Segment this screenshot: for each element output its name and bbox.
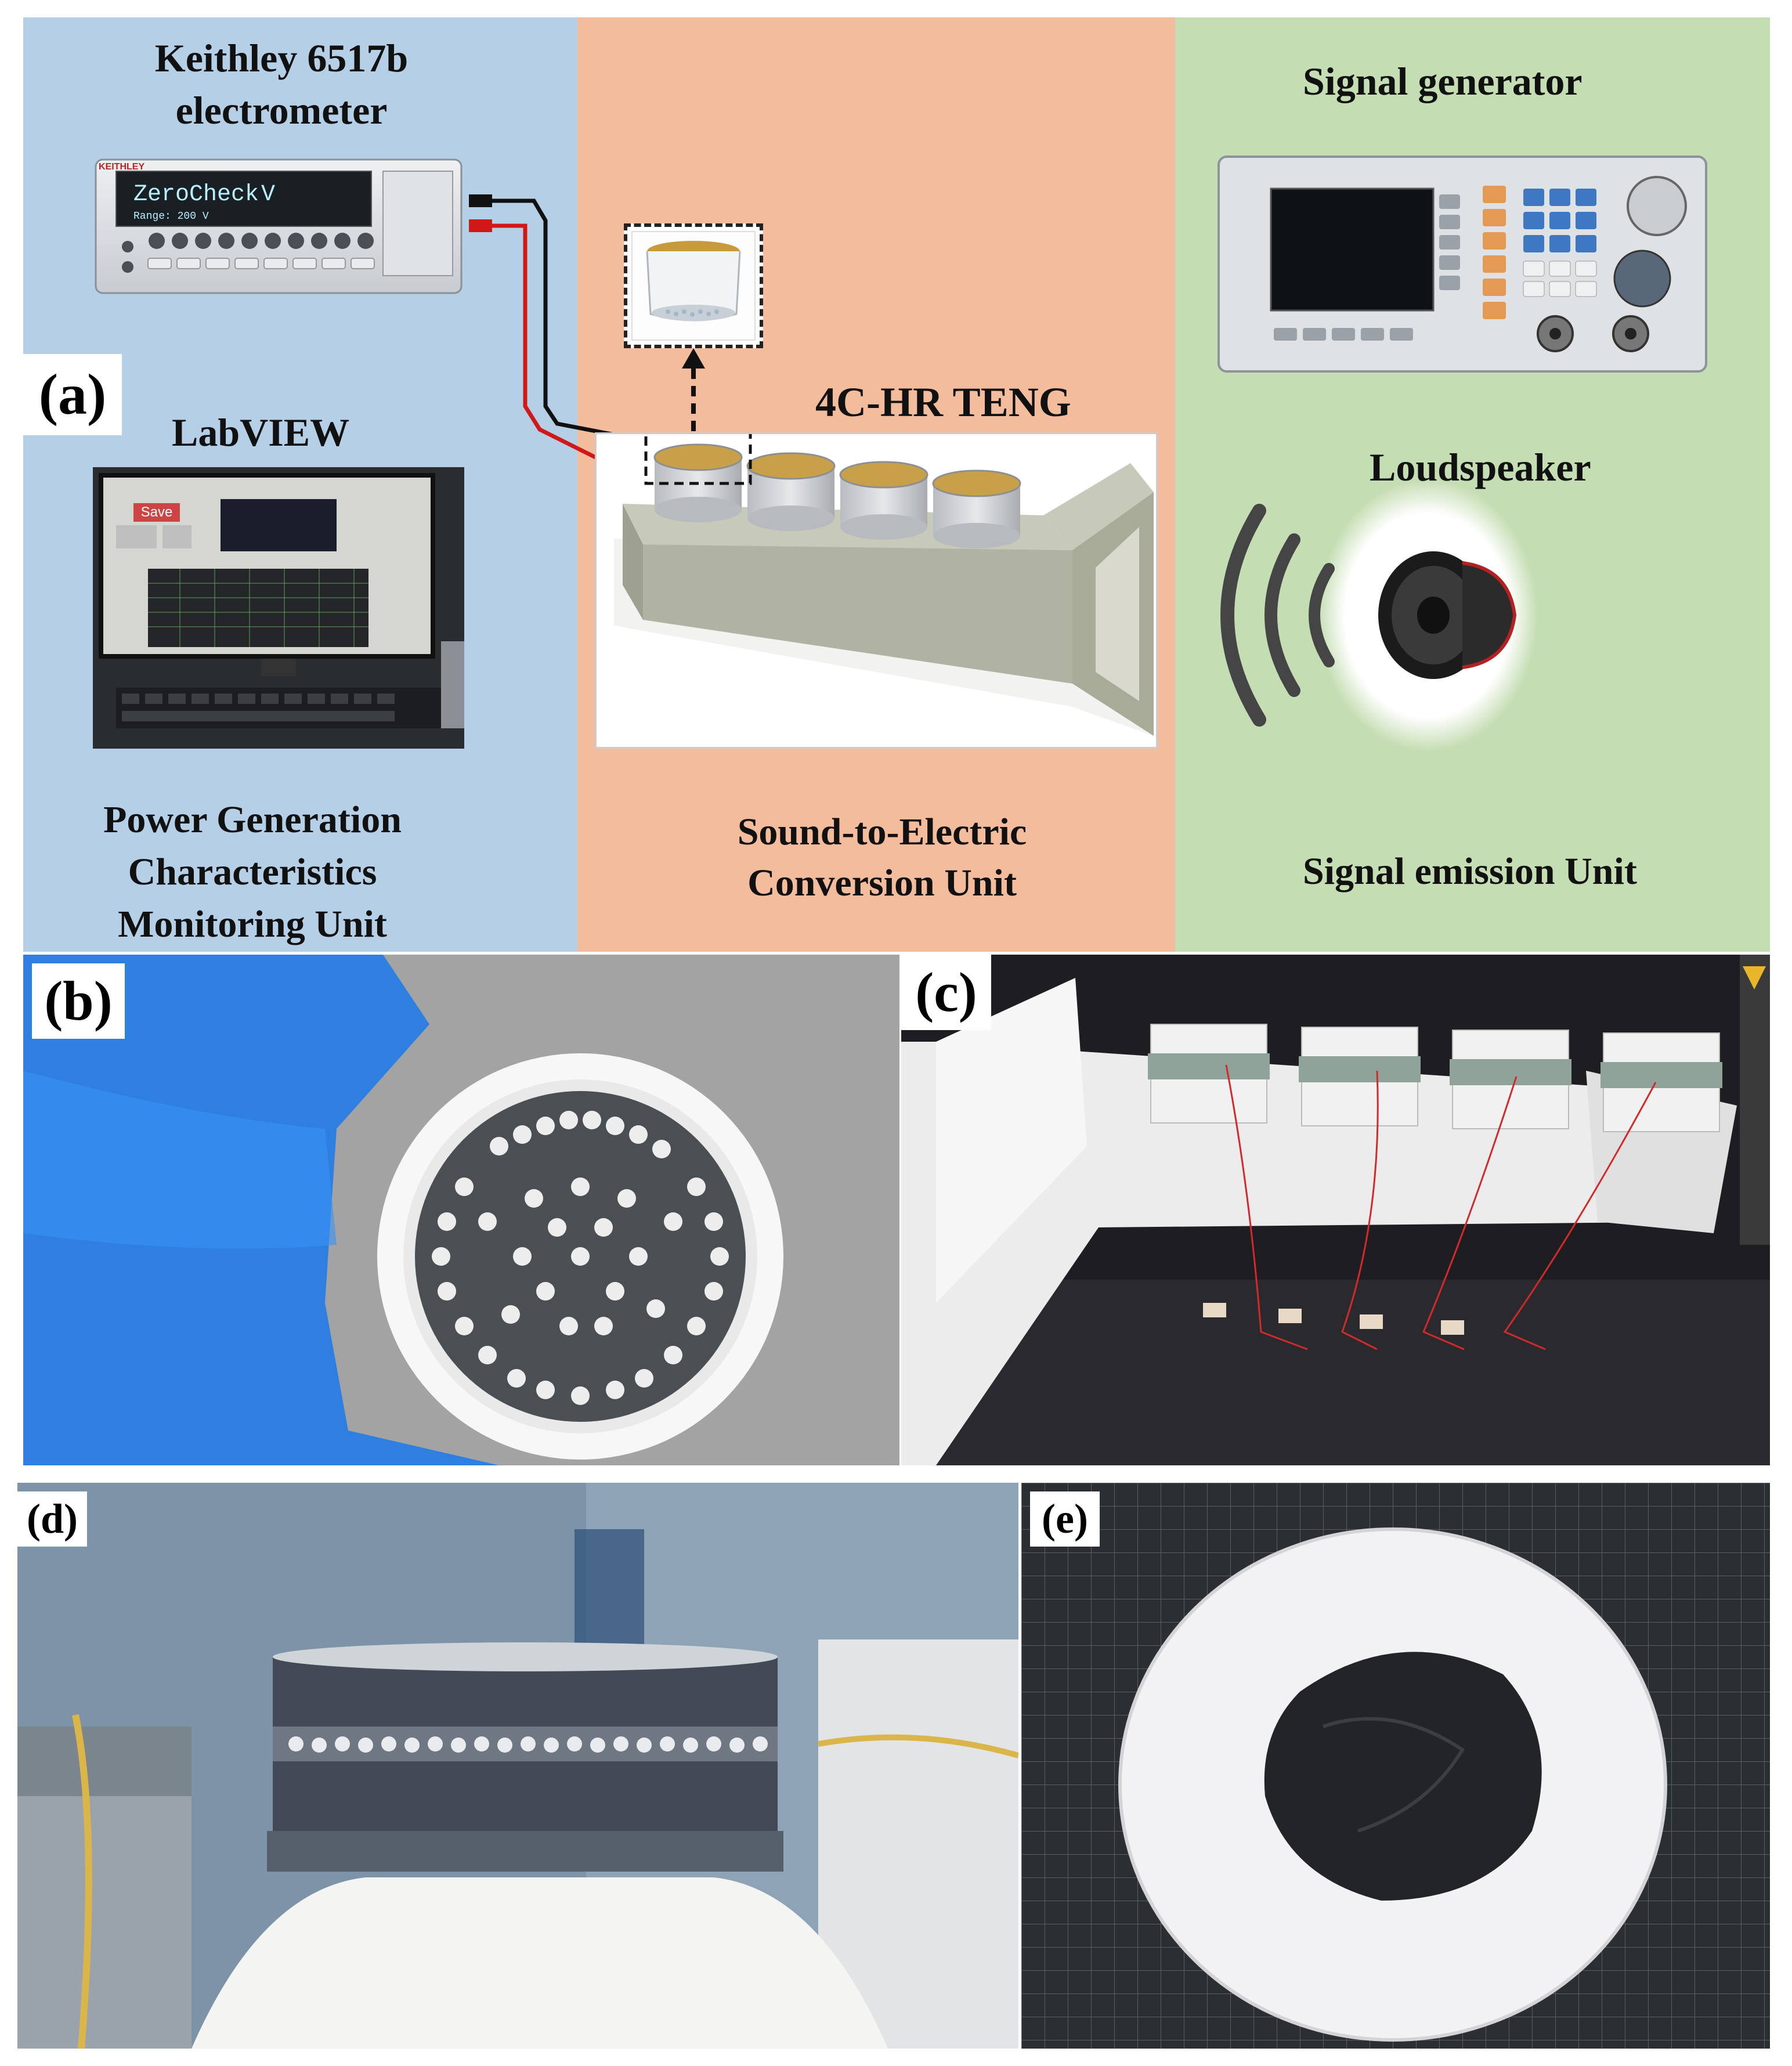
panel-e-label: (e) [1030, 1491, 1100, 1547]
labview-monitor-illustration [93, 467, 464, 749]
panel-b-illustration [23, 955, 899, 1465]
loudspeaker-illustration [1220, 479, 1538, 752]
teng-title: 4C-HR TENG [815, 379, 1071, 425]
middle-unit-line2: Conversion Unit [747, 862, 1017, 904]
panel-d-illustration [17, 1483, 1018, 2049]
electrometer-device-illustration [95, 158, 463, 294]
left-unit-line2: Characteristics [128, 851, 377, 893]
electrometer-display-line2: Range: 200 V [133, 211, 209, 222]
teng-illustration-box [595, 427, 1158, 749]
panel-b-label: (b) [32, 963, 125, 1039]
zoom-inset [624, 223, 763, 348]
sound-waves-icon [1220, 504, 1335, 727]
electrometer-title-line2: electrometer [175, 88, 388, 132]
electrometer-display-unit: V [261, 182, 276, 208]
left-unit-line1: Power Generation [103, 799, 402, 841]
panel-e-illustration [1021, 1483, 1770, 2049]
labview-save-button: Save [133, 503, 180, 522]
signal-generator-device [1216, 154, 1709, 374]
zoom-inset-illustration [631, 231, 756, 341]
labview-title: LabVIEW [172, 410, 350, 454]
electrometer-device: KEITHLEY ZeroCheck V Range: 200 V [93, 154, 464, 305]
electrometer-title: Keithley 6517b electrometer [70, 32, 493, 136]
panel-a-label: (a) [23, 354, 122, 435]
electrometer-title-line1: Keithley 6517b [154, 36, 409, 80]
panel-c-label: (c) [901, 955, 991, 1030]
panel-d-photo [17, 1483, 1018, 2049]
panel-c-illustration [901, 955, 1770, 1465]
electrometer-display-line1: ZeroCheck [133, 182, 259, 208]
signal-generator-title: Signal generator [1303, 59, 1583, 103]
left-unit-line3: Monitoring Unit [118, 903, 387, 945]
panel-c-photo [901, 955, 1770, 1465]
speaker-icon [1378, 551, 1517, 679]
dashed-arrow [682, 348, 705, 444]
teng-illustration [614, 427, 1154, 736]
panel-b-photo [23, 955, 899, 1465]
middle-unit-caption: Sound-to-Electric Conversion Unit [659, 807, 1105, 909]
signal-generator-illustration [1217, 156, 1707, 373]
right-unit-caption: Signal emission Unit [1303, 850, 1637, 893]
panel-d-label: (d) [17, 1491, 87, 1547]
left-unit-caption: Power Generation Characteristics Monitor… [52, 794, 453, 951]
panel-e-photo [1021, 1483, 1770, 2049]
middle-unit-line1: Sound-to-Electric [737, 811, 1027, 853]
labview-monitor: Save [93, 467, 464, 749]
electrometer-brand: KEITHLEY [99, 162, 145, 172]
